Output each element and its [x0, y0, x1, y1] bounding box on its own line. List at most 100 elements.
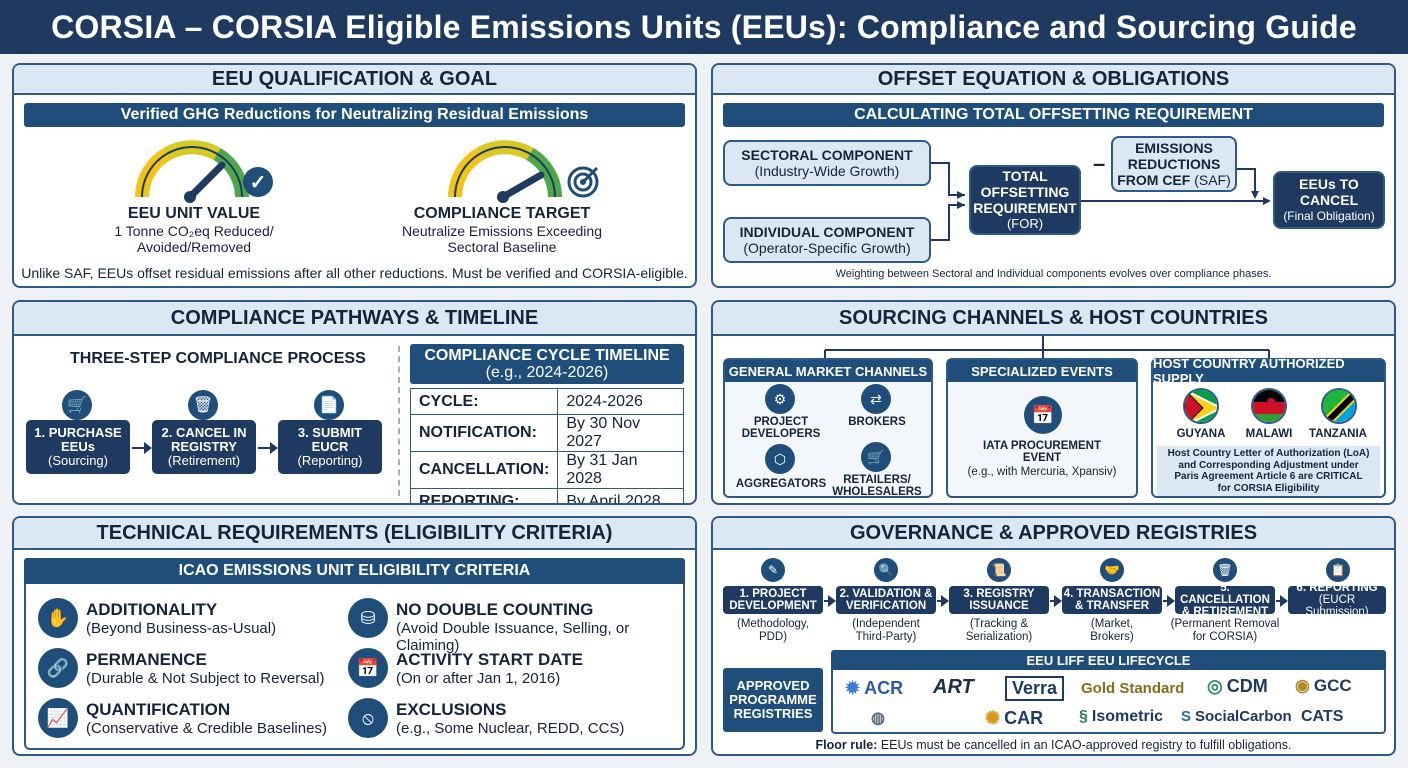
criterion-sub: (Durable & Not Subject to Reversal) — [86, 670, 325, 687]
timeline-key: CANCELLATION: — [409, 451, 559, 489]
cef-line1: EMISSIONS — [1135, 140, 1213, 156]
governance-panel: GOVERNANCE & APPROVED REGISTRIES ✎ 1. PR… — [711, 516, 1396, 756]
specialized-head: SPECIALIZED EVENTS — [948, 360, 1136, 382]
qualification-heading: EEU QUALIFICATION & GOAL — [14, 65, 695, 95]
gcc-icon: ◉ — [1295, 676, 1310, 695]
step-purchase-l1: 1. PURCHASE — [34, 425, 122, 440]
gov-step-4: 4. TRANSACTION& TRANSFER — [1062, 586, 1162, 614]
isometric-label: Isometric — [1091, 708, 1164, 725]
socialcarbon-label: SocialCarbon — [1195, 708, 1292, 725]
sourcing-connectors — [824, 336, 1270, 358]
table-row: CYCLE:2024-2026 — [409, 388, 684, 415]
sectoral-title: SECTORAL COMPONENT — [741, 147, 913, 163]
retail-label: RETAILERS/WHOLESALERS — [829, 474, 925, 498]
gov-sub-5-l2: for CORSIA) — [1192, 631, 1258, 643]
host-head: HOST COUNTRY AUTHORIZED SUPPLY — [1153, 356, 1384, 386]
hand-check-icon: ✋ — [38, 598, 78, 638]
criterion-sub: (Beyond Business-as-Usual) — [86, 620, 277, 637]
sectoral-sub: (Industry-Wide Growth) — [754, 163, 900, 179]
host-note-l2: and Corresponding Adjustment under — [1178, 459, 1359, 471]
equation-heading: OFFSET EQUATION & OBLIGATIONS — [713, 65, 1394, 95]
pathways-panel: COMPLIANCE PATHWAYS & TIMELINE THREE-STE… — [12, 300, 697, 505]
sourcing-heading: SOURCING CHANNELS & HOST COUNTRIES — [713, 302, 1394, 336]
country-guyana: GUYANA — [1176, 428, 1226, 440]
host-note-l3: Paris Agreement Article 6 are CRITICAL — [1174, 471, 1363, 482]
gov-step-3-l1: 3. REGISTRY — [963, 588, 1035, 600]
gov-step-1-l1: 1. PROJECT — [739, 588, 807, 600]
acr-icon: ✹ — [845, 678, 861, 698]
criterion-title: NO DOUBLE COUNTING — [396, 600, 594, 619]
country-tanzania: TANZANIA — [1309, 428, 1367, 440]
timeline-key: REPORTING: — [409, 488, 559, 503]
iata-l2: EVENT — [1022, 452, 1062, 464]
individual-sub: (Operator-Specific Growth) — [743, 240, 911, 256]
gov-arrow-3 — [1050, 595, 1062, 607]
tanzania-flag-icon — [1321, 388, 1357, 424]
table-row: CANCELLATION:By 31 Jan 2028 — [409, 451, 684, 489]
gov-step-5: 5. CANCELLATION& RETIREMENT — [1175, 582, 1275, 618]
gov-step-6: 6. REPORTING(EUCR Submission) — [1288, 582, 1386, 618]
magnifier-icon: 🔍 — [872, 556, 900, 584]
host-country-column: HOST COUNTRY AUTHORIZED SUPPLY GUYANA MA… — [1151, 356, 1386, 498]
compliance-target-title: COMPLIANCE TARGET — [413, 205, 591, 222]
gov-arrow-2 — [937, 595, 949, 607]
step-purchase-sub: (Sourcing) — [48, 453, 108, 468]
registries-l2: PROGRAMME — [729, 692, 817, 707]
gov-step-1-l2: DEVELOPMENT — [729, 600, 817, 612]
cef-reductions-box: EMISSIONS REDUCTIONS FROM CEF (SAF) — [1111, 136, 1237, 192]
step-purchase: 1. PURCHASE EEUs (Sourcing) — [26, 420, 130, 474]
criterion-title: ADDITIONALITY — [86, 600, 218, 619]
qualification-band: Verified GHG Reductions for Neutralizing… — [24, 103, 685, 127]
cats-logo: CATS — [1301, 708, 1343, 726]
gov-sub-4-l2: Brokers) — [1090, 631, 1134, 643]
gov-sub-4-l1: (Market, — [1090, 618, 1134, 630]
gov-step-2-l1: 2. VALIDATION & — [839, 588, 933, 600]
timeline-header: COMPLIANCE CYCLE TIMELINE (e.g., 2024-20… — [410, 344, 684, 384]
host-note: Host Country Letter of Authorization (Lo… — [1157, 446, 1380, 496]
registries-l3: REGISTRIES — [733, 706, 813, 721]
timeline-key: NOTIFICATION: — [409, 414, 559, 452]
host-note-l4: for CORSIA Eligibility — [1217, 482, 1320, 494]
governance-heading: GOVERNANCE & APPROVED REGISTRIES — [713, 518, 1394, 550]
cancel-sub: (Final Obligation) — [1283, 209, 1375, 223]
for-line3: REQUIREMENT — [973, 200, 1077, 216]
unit-value-gauge-icon — [135, 140, 249, 203]
car-label: CAR — [1004, 708, 1044, 728]
criterion-title: ACTIVITY START DATE — [396, 650, 583, 669]
gov-step-5-l1: 5. CANCELLATION — [1180, 582, 1270, 606]
pathways-heading: COMPLIANCE PATHWAYS & TIMELINE — [14, 302, 695, 336]
step-submit-l2: EUCR — [311, 439, 349, 454]
gov-step-5-l2: & RETIREMENT — [1181, 606, 1269, 618]
cef-sub: (SAF) — [1194, 172, 1231, 188]
report-icon: 📋 — [1324, 556, 1352, 584]
gov-sub-1-l2: PDD) — [758, 631, 788, 643]
step-submit-l1: 3. SUBMIT — [297, 425, 363, 440]
aggregators-label: AGGREGATORS — [735, 478, 827, 490]
malawi-flag-icon — [1251, 388, 1287, 424]
for-line1: TOTAL — [1002, 168, 1048, 184]
step-submit: 3. SUBMIT EUCR (Reporting) — [278, 420, 382, 474]
step-cancel: 2. CANCEL IN REGISTRY (Retirement) — [152, 420, 256, 474]
socialcarbon-icon: S — [1181, 708, 1192, 725]
table-row: NOTIFICATION:By 30 Nov 2027 — [409, 414, 684, 452]
qualification-note: Unlike SAF, EEUs offset residual emissio… — [21, 265, 688, 281]
link-icon: 🔗 — [38, 648, 78, 688]
component-connectors — [931, 162, 1271, 241]
host-note-l1: Host Country Letter of Authorization (Lo… — [1167, 448, 1370, 459]
cdm-logo: ◎CDM — [1207, 676, 1268, 697]
compliance-target-gauge-icon — [448, 140, 562, 203]
timeline-table: CYCLE:2024-2026 NOTIFICATION:By 30 Nov 2… — [409, 388, 684, 503]
gov-step-3-l2: ISSUANCE — [969, 600, 1029, 612]
equation-panel: OFFSET EQUATION & OBLIGATIONS CALCULATIN… — [711, 63, 1396, 288]
gcc-logo: ◉GCC — [1295, 676, 1352, 696]
retail-l2: WHOLESALERS — [832, 486, 922, 498]
gov-step-6-l1: 6. REPORTING — [1296, 582, 1378, 594]
gov-sub-1-l1: (Methodology, — [736, 618, 810, 630]
gov-arrow-1 — [824, 595, 836, 607]
timeline-key: CYCLE: — [409, 388, 559, 415]
gov-sub-1: (Methodology,PDD) — [723, 618, 823, 644]
